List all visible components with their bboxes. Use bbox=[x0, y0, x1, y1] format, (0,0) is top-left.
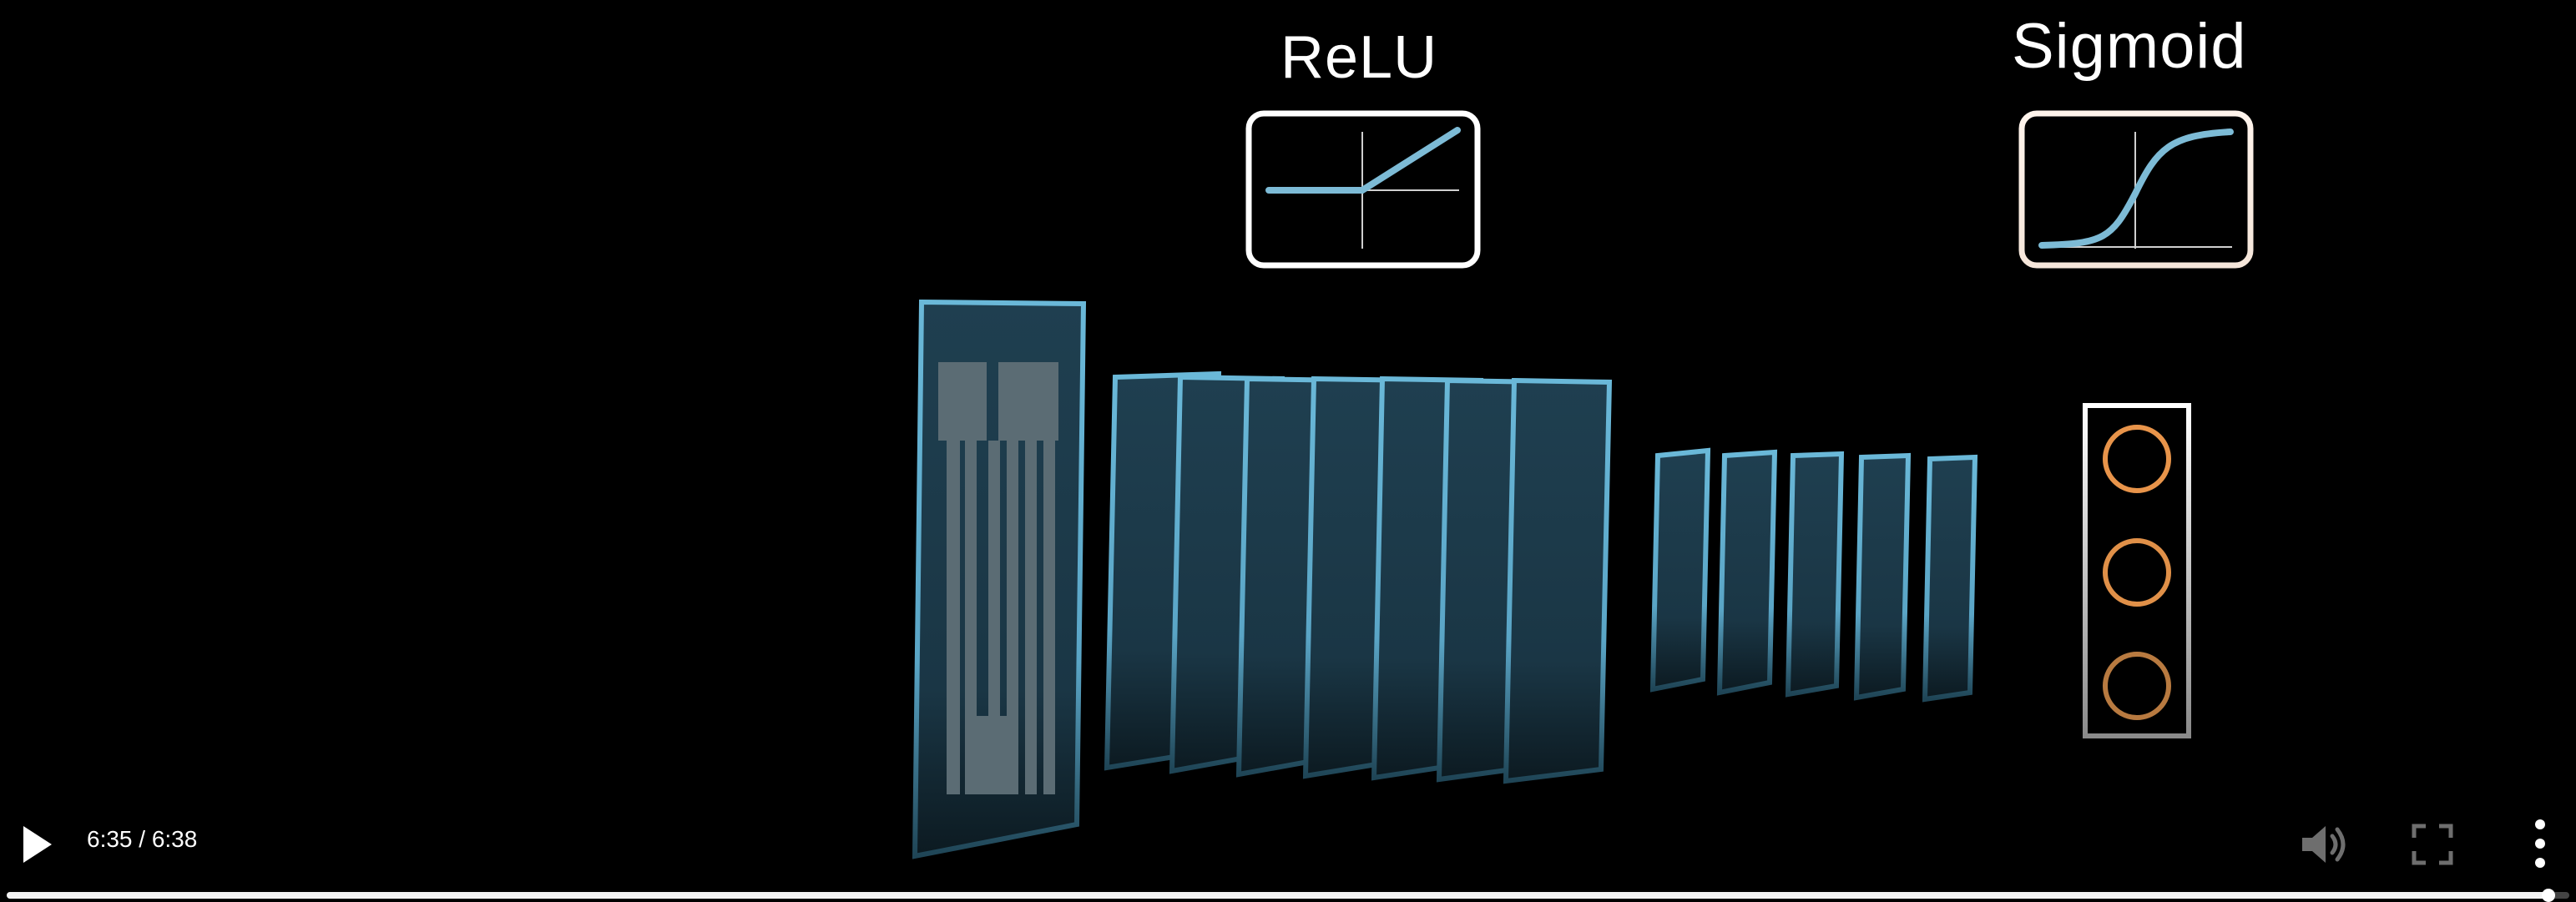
time-readout: 6:35 / 6:38 bbox=[87, 826, 198, 852]
relu-label: ReLU bbox=[1280, 24, 1438, 91]
output-neuron bbox=[2103, 652, 2171, 720]
output-neuron bbox=[2103, 538, 2171, 607]
speaker-volume-icon bbox=[2302, 826, 2346, 863]
input-layer bbox=[912, 299, 1087, 859]
volume-button[interactable] bbox=[2299, 819, 2351, 869]
relu-icon bbox=[1245, 110, 1481, 269]
output-neuron bbox=[2103, 425, 2171, 493]
fullscreen-icon bbox=[2412, 824, 2453, 865]
progress-bar[interactable] bbox=[7, 889, 2569, 902]
conv-block-2 bbox=[1649, 447, 1978, 703]
more-options-button[interactable] bbox=[2526, 816, 2554, 871]
conv-block-1 bbox=[1104, 370, 1613, 784]
play-button[interactable] bbox=[17, 821, 57, 868]
sigmoid-icon bbox=[2018, 110, 2254, 269]
output-layer bbox=[2083, 403, 2191, 738]
fullscreen-button[interactable] bbox=[2409, 821, 2456, 868]
play-icon bbox=[23, 826, 52, 863]
progress-fill bbox=[7, 892, 2549, 899]
sigmoid-label: Sigmoid bbox=[2012, 11, 2247, 82]
more-vertical-icon bbox=[2535, 819, 2545, 868]
player-controls: 6:35 / 6:38 bbox=[0, 801, 2576, 901]
progress-handle[interactable] bbox=[2542, 889, 2556, 902]
